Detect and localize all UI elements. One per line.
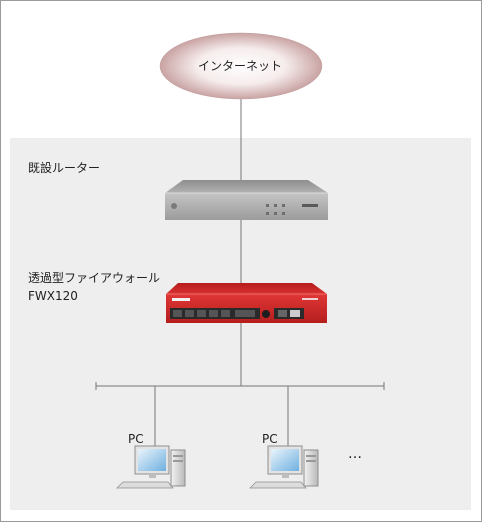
internet-cloud (159, 32, 323, 100)
more-devices-ellipsis: … (348, 446, 363, 462)
pc2-computer-icon (249, 445, 319, 489)
firewall-device-icon (166, 283, 327, 323)
lan-bus (95, 382, 385, 390)
pc1-label: PC (128, 432, 144, 446)
pc1-computer-icon (116, 445, 186, 489)
firewall-label: 透過型ファイアウォール (28, 271, 161, 285)
existing-router-icon (165, 180, 328, 220)
internet-label: インターネット (197, 59, 282, 73)
pc2-label: PC (262, 432, 278, 446)
existing-router-label: 既設ルーター (28, 161, 101, 175)
firewall-model-label: FWX120 (28, 289, 78, 303)
